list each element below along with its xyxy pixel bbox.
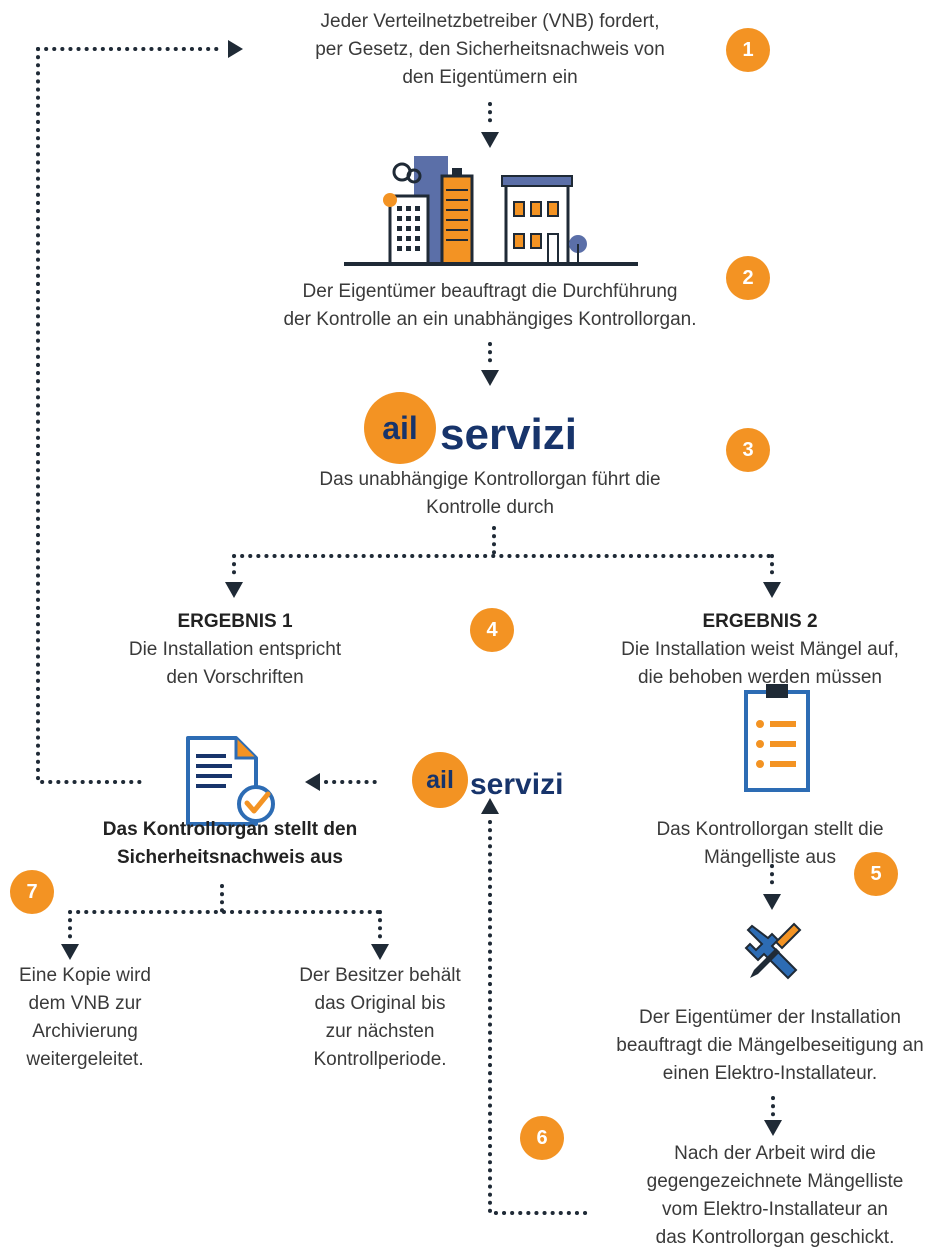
original-line: das Original bis xyxy=(314,993,446,1014)
result1-line: den Vorschriften xyxy=(166,667,304,688)
step3-text: Das unabhängige Kontrollorgan führt die … xyxy=(270,466,710,522)
step5-line: einen Elektro-Installateur. xyxy=(662,1063,878,1084)
city-buildings-icon xyxy=(344,156,638,266)
logo-servizi-text: servizi xyxy=(470,768,564,801)
step-badge-7: 7 xyxy=(10,870,54,914)
result2-block: ERGEBNIS 2 Die Installation weist Mängel… xyxy=(580,608,940,692)
copy-text: Eine Kopie wird dem VNB zur Archivierung… xyxy=(0,962,170,1074)
arrow-head-down xyxy=(481,132,499,148)
original-line: zur nächsten xyxy=(325,1021,435,1042)
step-badge-3: 3 xyxy=(726,428,770,472)
arrow-head-down xyxy=(61,944,79,960)
arrow-head-left xyxy=(305,773,320,791)
original-line: Der Besitzer behält xyxy=(299,965,461,986)
step1-line: den Eigentümern ein xyxy=(402,67,578,88)
original-line: Kontrollperiode. xyxy=(313,1049,447,1070)
step-badge-2: 2 xyxy=(726,256,770,300)
step6-line: das Kontrollorgan geschickt. xyxy=(655,1227,895,1248)
result2-title: ERGEBNIS 2 xyxy=(702,611,818,632)
defect-list-text: Das Kontrollorgan stellt die Mängelliste… xyxy=(620,816,920,872)
certificate-text: Das Kontrollorgan stellt den Sicherheits… xyxy=(60,816,400,872)
arrow-head-down xyxy=(371,944,389,960)
step6-line: gegengezeichnete Mängelliste xyxy=(646,1171,904,1192)
step5-line: beauftragt die Mängelbeseitigung an xyxy=(616,1035,924,1056)
ailservizi-logo-large: ail servizi xyxy=(364,392,624,464)
certificate-document-icon xyxy=(186,736,275,826)
split-connector-7 xyxy=(68,884,382,942)
step2-line: Der Eigentümer beauftragt die Durchführu… xyxy=(302,281,678,302)
step5-text: Der Eigentümer der Installation beauftra… xyxy=(600,1004,940,1088)
logo-servizi-text: servizi xyxy=(440,410,577,459)
result1-line: Die Installation entspricht xyxy=(128,639,342,660)
logo-ail-mark: ail xyxy=(412,752,468,808)
result1-title: ERGEBNIS 1 xyxy=(177,611,293,632)
step3-line: Das unabhängige Kontrollorgan führt die xyxy=(319,469,661,490)
step1-text: Jeder Verteilnetzbetreiber (VNB) fordert… xyxy=(270,8,710,92)
result2-line: Die Installation weist Mängel auf, xyxy=(621,639,899,660)
clipboard-list-icon xyxy=(744,684,810,792)
step2-line: der Kontrolle an ein unabhängiges Kontro… xyxy=(283,309,697,330)
step-badge-6: 6 xyxy=(520,1116,564,1160)
logo-ail-mark: ail xyxy=(364,392,436,464)
loop-connector-line xyxy=(36,47,142,784)
certificate-line: Sicherheitsnachweis aus xyxy=(117,847,343,868)
arrow-head-down xyxy=(763,894,781,910)
step-badge-4: 4 xyxy=(470,608,514,652)
ailservizi-logo-small: ail servizi xyxy=(412,752,592,808)
wrench-screwdriver-icon xyxy=(744,922,802,980)
split-connector xyxy=(232,526,774,580)
step1-line: per Gesetz, den Sicherheitsnachweis von xyxy=(315,39,665,60)
step2-text: Der Eigentümer beauftragt die Durchführu… xyxy=(240,278,740,334)
result2-line: die behoben werden müssen xyxy=(637,667,882,688)
step1-line: Jeder Verteilnetzbetreiber (VNB) fordert… xyxy=(320,11,660,32)
step-badge-1: 1 xyxy=(726,28,770,72)
step6-line: Nach der Arbeit wird die xyxy=(674,1143,876,1164)
step3-line: Kontrolle durch xyxy=(426,497,554,518)
arrow-head-up xyxy=(481,798,499,814)
copy-line: Eine Kopie wird xyxy=(18,965,152,986)
arrow-head-down xyxy=(764,1120,782,1136)
copy-line: weitergeleitet. xyxy=(26,1049,144,1070)
arrow-head-down xyxy=(763,582,781,598)
defect-list-line: Das Kontrollorgan stellt die xyxy=(656,819,884,840)
copy-line: dem VNB zur xyxy=(28,993,142,1014)
copy-line: Archivierung xyxy=(32,1021,138,1042)
certificate-line: Das Kontrollorgan stellt den xyxy=(102,819,358,840)
defect-list-line: Mängelliste aus xyxy=(703,847,837,868)
step6-text: Nach der Arbeit wird die gegengezeichnet… xyxy=(610,1140,940,1252)
step6-line: vom Elektro-Installateur an xyxy=(662,1199,888,1220)
arrow-head-down xyxy=(225,582,243,598)
arrow-head-down xyxy=(481,370,499,386)
arrow-head-right xyxy=(228,40,243,58)
result1-block: ERGEBNIS 1 Die Installation entspricht d… xyxy=(110,608,360,692)
step5-line: Der Eigentümer der Installation xyxy=(639,1007,901,1028)
return-connector xyxy=(488,820,590,1215)
step-badge-5: 5 xyxy=(854,852,898,896)
original-text: Der Besitzer behält das Original bis zur… xyxy=(280,962,480,1074)
